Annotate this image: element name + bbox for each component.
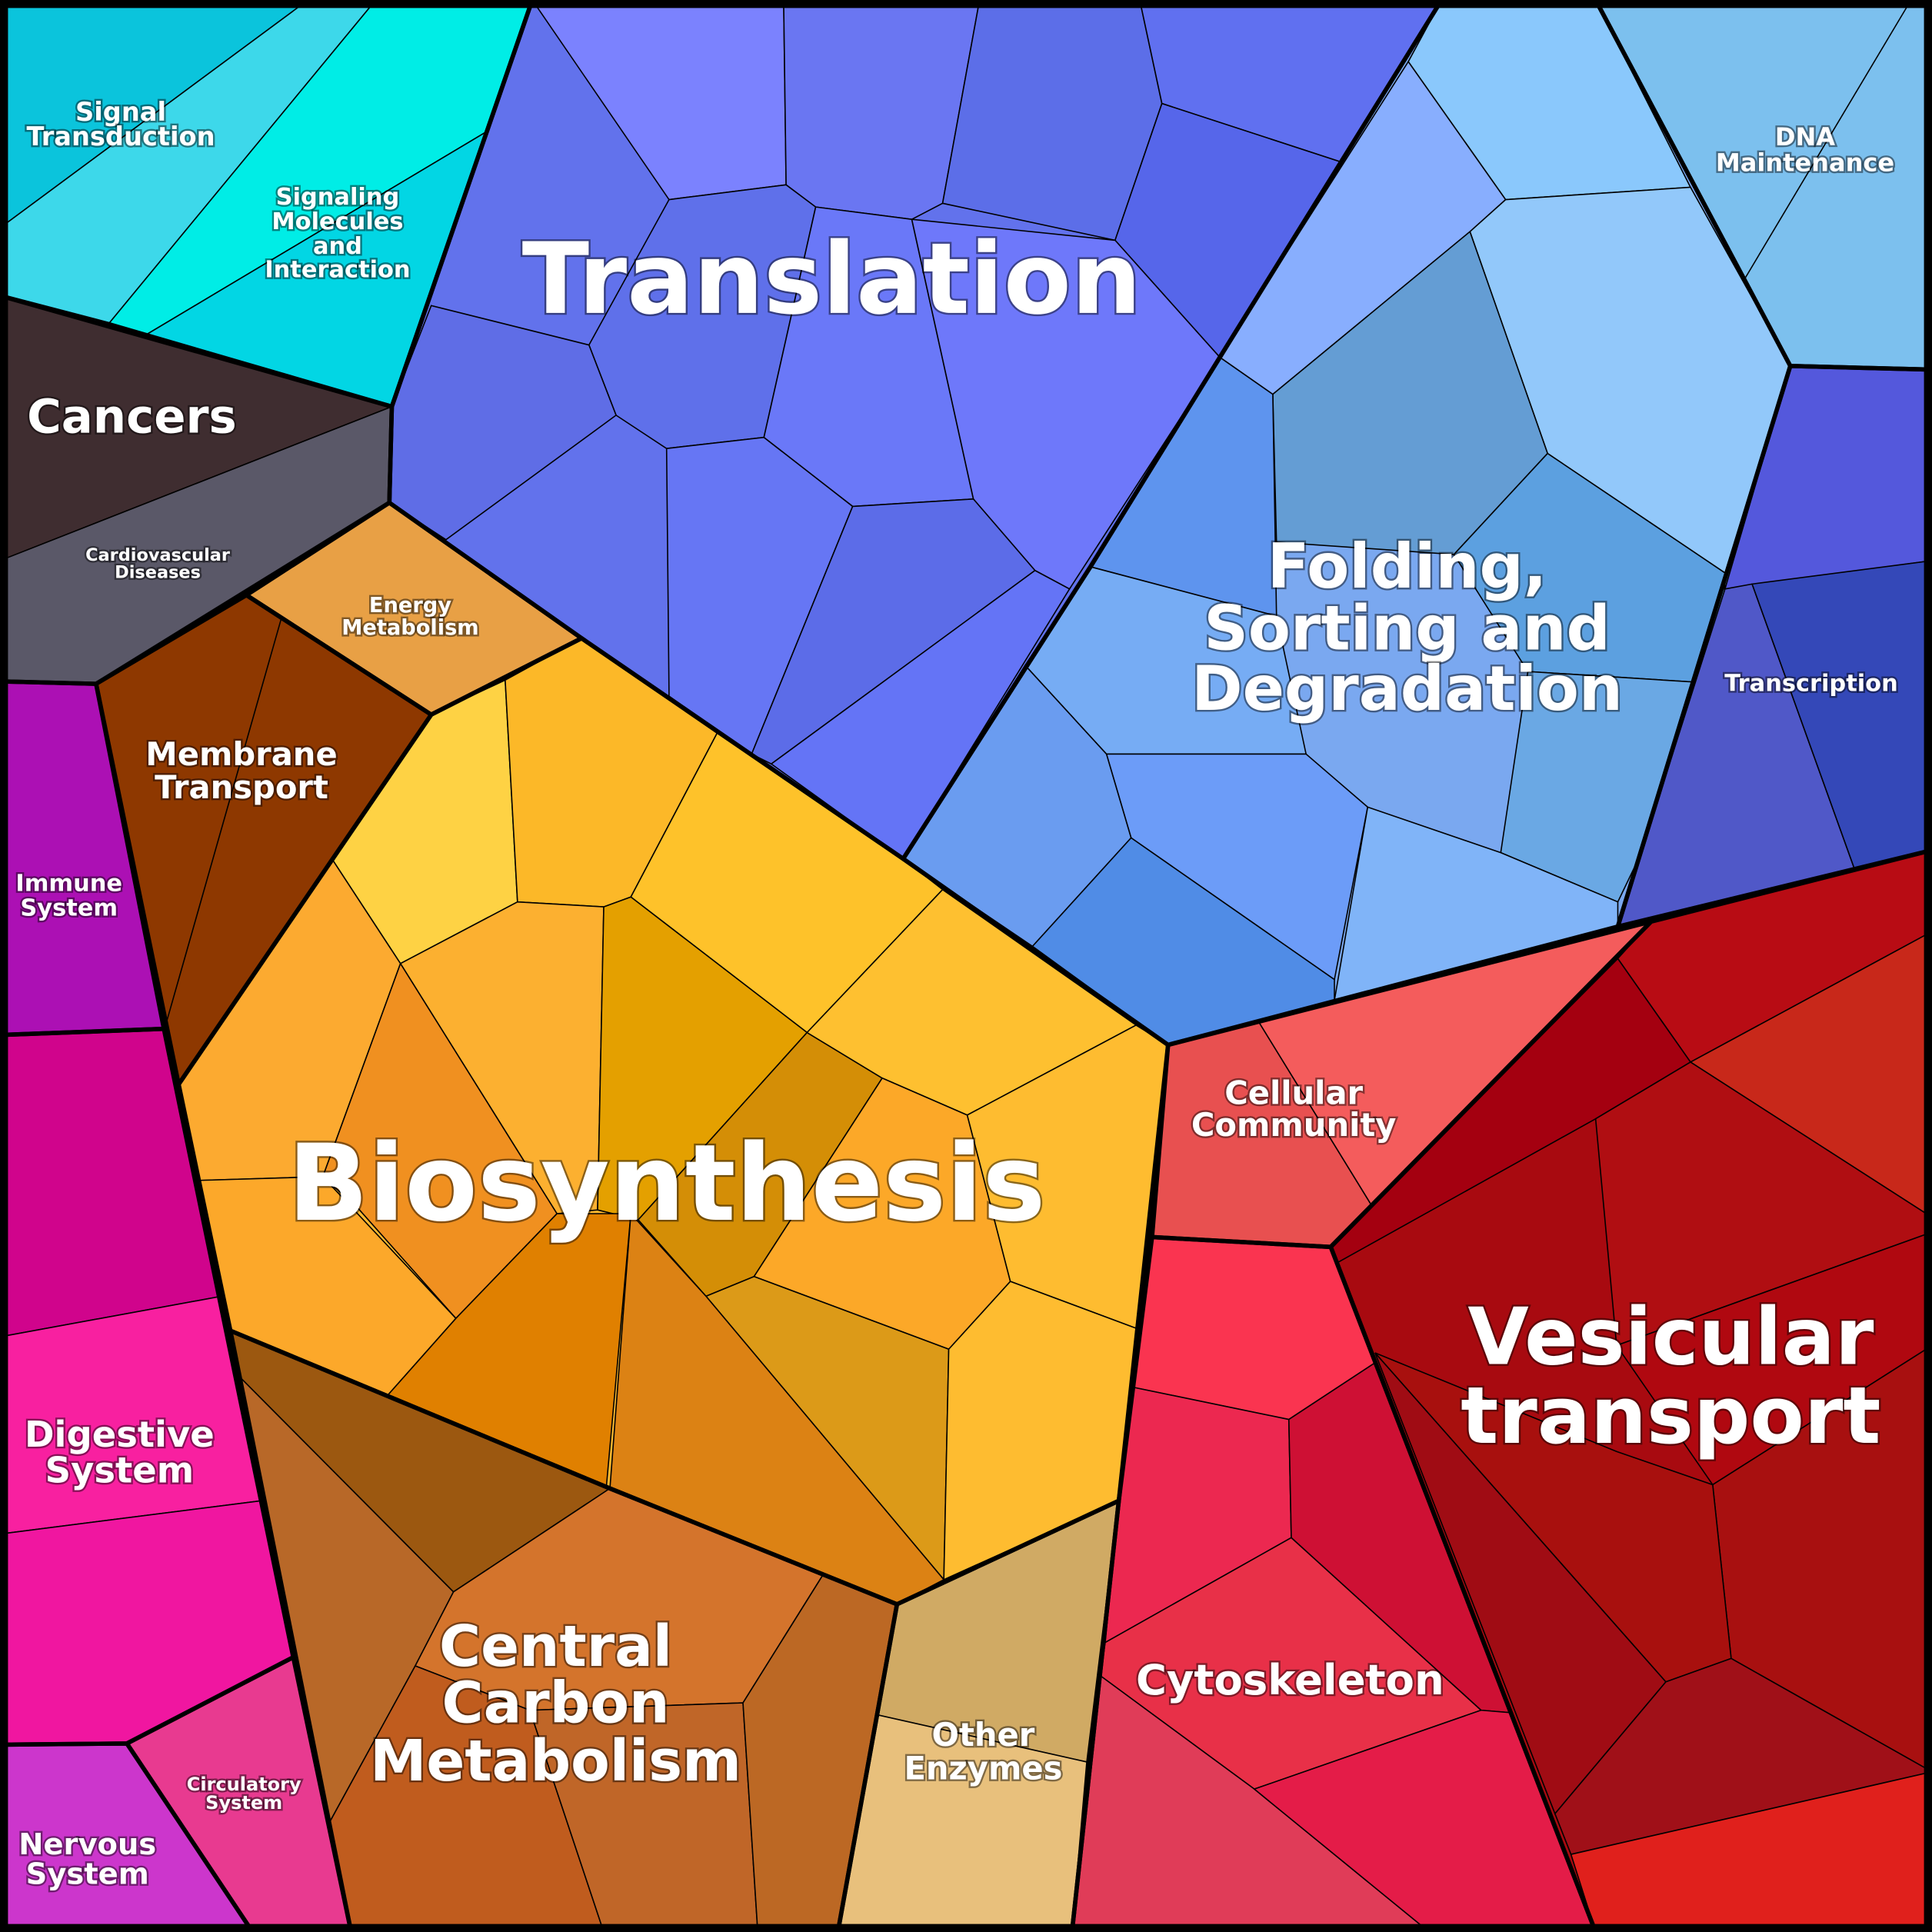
- cell: [528, 1702, 759, 1932]
- cell: [321, 961, 558, 1320]
- region-central-carbon-metabolism[interactable]: [229, 1329, 898, 1932]
- region-digestive-system[interactable]: [0, 1028, 295, 1746]
- cell: [1594, 1061, 1932, 1347]
- region-folding-sorting-degradation[interactable]: [902, 0, 1791, 1046]
- region-vesicular-transport[interactable]: [1330, 849, 1932, 1932]
- region-signal-transduction[interactable]: [0, 0, 377, 325]
- cell-edge: [1743, 5, 1908, 281]
- label-transcription: Transcription: [1724, 671, 1897, 698]
- label-cytoskeleton: Cytoskeleton: [1136, 1655, 1444, 1704]
- region-transcription[interactable]: [1617, 365, 1932, 928]
- region-translation[interactable]: [388, 0, 1443, 860]
- cell: [1272, 230, 1549, 555]
- label-cancers: Cancers: [27, 389, 237, 444]
- region-biosynthesis[interactable]: [178, 637, 1169, 1605]
- cell-edge: [165, 619, 282, 1023]
- cell: [1751, 560, 1932, 870]
- cell: [1554, 1657, 1932, 1856]
- label-translation: Translation: [522, 222, 1141, 337]
- cell: [1615, 1231, 1932, 1486]
- cell: [1334, 806, 1619, 1001]
- label-biosynthesis: Biosynthesis: [288, 1122, 1045, 1245]
- region-other-enzymes[interactable]: [837, 1499, 1120, 1932]
